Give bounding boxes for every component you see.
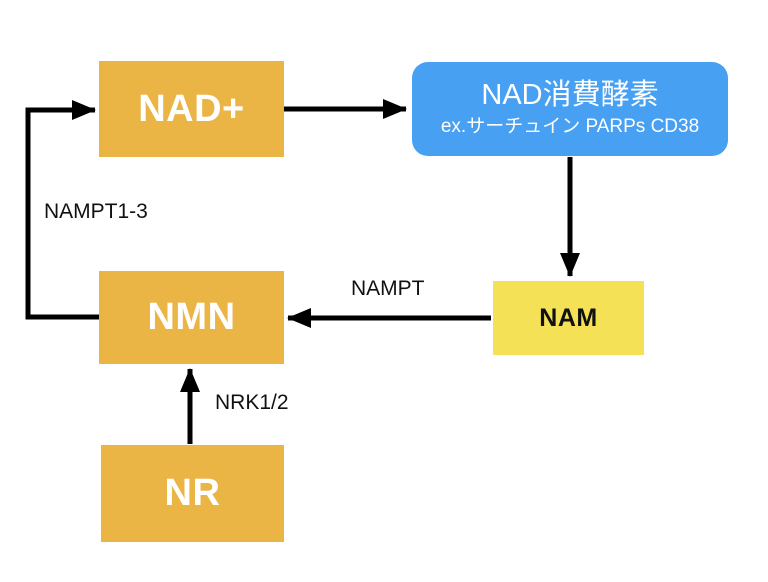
node-nam: NAM	[493, 281, 644, 355]
node-nad-consuming-enzymes-title: NAD消費酵素	[481, 79, 659, 112]
node-nr-label: NR	[164, 472, 221, 514]
arrow-nmn-to-nad	[25, 100, 101, 320]
node-nad-consuming-enzymes: NAD消費酵素 ex.サーチュイン PARPs CD38	[412, 62, 728, 156]
edge-label-nrk1-2: NRK1/2	[215, 391, 289, 414]
edge-label-nampt1-3: NAMPT1-3	[44, 200, 148, 223]
node-nad-plus-label: NAD+	[138, 87, 245, 130]
node-nr: NR	[101, 445, 284, 542]
node-nam-label: NAM	[539, 303, 598, 332]
node-nmn-label: NMN	[147, 296, 236, 338]
edge-label-nampt: NAMPT	[351, 277, 425, 300]
node-nad-plus: NAD+	[99, 61, 284, 157]
node-nmn: NMN	[99, 271, 284, 364]
node-nad-consuming-enzymes-subtitle: ex.サーチュイン PARPs CD38	[440, 116, 700, 137]
